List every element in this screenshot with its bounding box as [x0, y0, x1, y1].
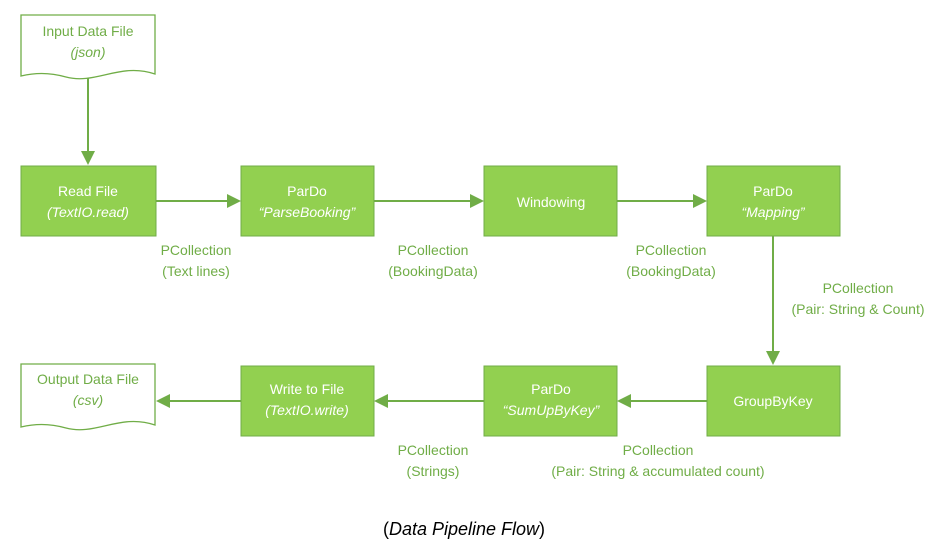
node-read-file-subtitle: (TextIO.read): [47, 204, 129, 220]
connector-sum-to-write: [374, 394, 484, 408]
edge-label-line1: PCollection: [823, 280, 894, 296]
edge-label-line1: PCollection: [161, 242, 232, 258]
node-pardo-parse-booking-label: ParDo: [287, 183, 327, 199]
edge-label-line2: (BookingData): [626, 263, 716, 279]
connector-write-to-output: [156, 394, 241, 408]
connector-window-to-map: [617, 194, 707, 208]
node-write-to-file-label: Write to File: [270, 381, 345, 397]
edge-label-line1: PCollection: [636, 242, 707, 258]
node-pardo-mapping: ParDo “Mapping”: [706, 165, 841, 237]
diagram-caption: (Data Pipeline Flow): [0, 519, 928, 540]
node-pardo-mapping-label: ParDo: [753, 183, 793, 199]
caption-close-paren: ): [539, 519, 546, 539]
edge-label-window-to-map: PCollection (BookingData): [626, 242, 716, 279]
node-output-data-file: Output Data File (csv): [20, 363, 156, 431]
node-pardo-parse-booking: ParDo “ParseBooking”: [240, 165, 375, 237]
node-output-data-file-label: Output Data File: [37, 371, 139, 387]
edge-label-group-to-sum: PCollection (Pair: String & accumulated …: [551, 442, 764, 479]
connectors: [81, 76, 780, 408]
edge-label-line2: (Strings): [407, 463, 460, 479]
node-output-data-file-format: (csv): [73, 392, 103, 408]
node-input-data-file: Input Data File (json): [20, 14, 156, 80]
edge-label-read-to-parse: PCollection (Text lines): [161, 242, 232, 279]
edge-label-line2: (Pair: String & accumulated count): [551, 463, 764, 479]
node-pardo-parse-booking-subtitle: “ParseBooking”: [259, 204, 357, 220]
caption-title: Data Pipeline Flow: [388, 519, 540, 539]
node-windowing: Windowing: [483, 165, 618, 237]
edge-label-sum-to-write: PCollection (Strings): [398, 442, 469, 479]
edge-label-line1: PCollection: [398, 242, 469, 258]
node-read-file-label: Read File: [58, 183, 118, 199]
connector-group-to-sum: [617, 394, 707, 408]
node-pardo-sum-up-by-key-subtitle: “SumUpByKey”: [503, 402, 601, 418]
connector-parse-to-window: [374, 194, 484, 208]
edge-label-map-to-group: PCollection (Pair: String & Count): [791, 280, 924, 317]
node-group-by-key-label: GroupByKey: [733, 393, 812, 409]
edge-label-line2: (BookingData): [388, 263, 478, 279]
caption-open-paren: (: [382, 519, 389, 539]
node-pardo-sum-up-by-key: ParDo “SumUpByKey”: [483, 365, 618, 437]
document-shape: [20, 14, 156, 80]
node-input-data-file-format: (json): [70, 44, 105, 60]
node-pardo-mapping-subtitle: “Mapping”: [741, 204, 805, 220]
node-group-by-key: GroupByKey: [706, 365, 841, 437]
connector-map-to-group: [766, 236, 780, 365]
node-write-to-file-subtitle: (TextIO.write): [265, 402, 349, 418]
edge-label-parse-to-window: PCollection (BookingData): [388, 242, 478, 279]
node-pardo-sum-up-by-key-label: ParDo: [531, 381, 571, 397]
node-input-data-file-label: Input Data File: [42, 23, 133, 39]
connector-input-to-read: [81, 76, 95, 165]
node-windowing-label: Windowing: [517, 194, 585, 210]
edge-label-line1: PCollection: [623, 442, 694, 458]
edge-label-line1: PCollection: [398, 442, 469, 458]
connector-read-to-parse: [156, 194, 241, 208]
edge-label-line2: (Pair: String & Count): [791, 301, 924, 317]
node-read-file: Read File (TextIO.read): [20, 165, 157, 237]
edge-label-line2: (Text lines): [162, 263, 230, 279]
node-write-to-file: Write to File (TextIO.write): [240, 365, 375, 437]
document-shape: [20, 363, 156, 431]
